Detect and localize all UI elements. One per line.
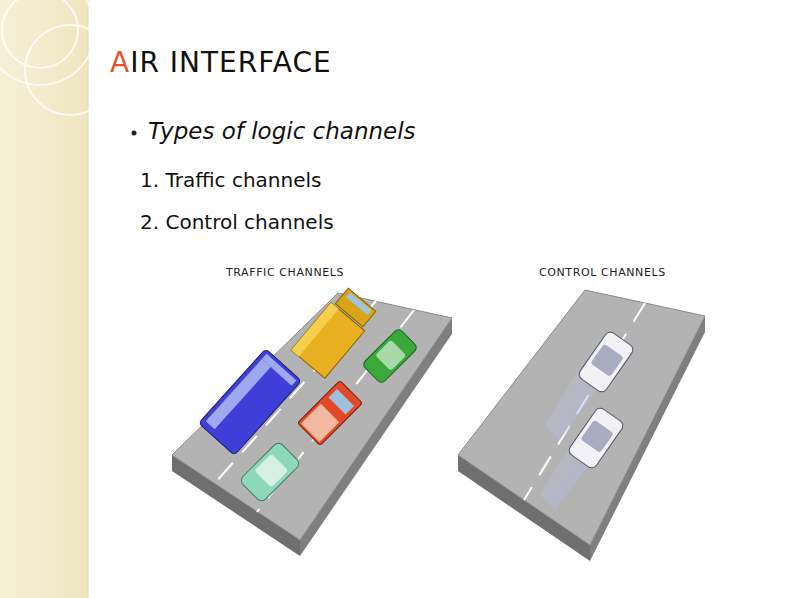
deco-circles xyxy=(0,0,115,115)
slide-title: AIR INTERFACE xyxy=(110,46,332,79)
bullet-dot xyxy=(132,131,137,136)
list-item: 1. Traffic channels xyxy=(140,168,321,192)
illustration-heading: CONTROL CHANNELS xyxy=(539,266,666,279)
traffic-road xyxy=(172,293,452,556)
blue-bus xyxy=(199,349,302,455)
illustration-heading: TRAFFIC CHANNELS xyxy=(226,266,344,279)
control-road xyxy=(458,290,705,561)
white-car xyxy=(567,406,625,470)
side-strip xyxy=(0,0,88,598)
list-item: 2. Control channels xyxy=(140,210,334,234)
green-car xyxy=(362,328,419,385)
teal-car xyxy=(239,441,301,503)
bullet-text: Types of logic channels xyxy=(148,118,416,144)
white-car xyxy=(577,330,635,394)
red-pickup xyxy=(297,380,362,445)
